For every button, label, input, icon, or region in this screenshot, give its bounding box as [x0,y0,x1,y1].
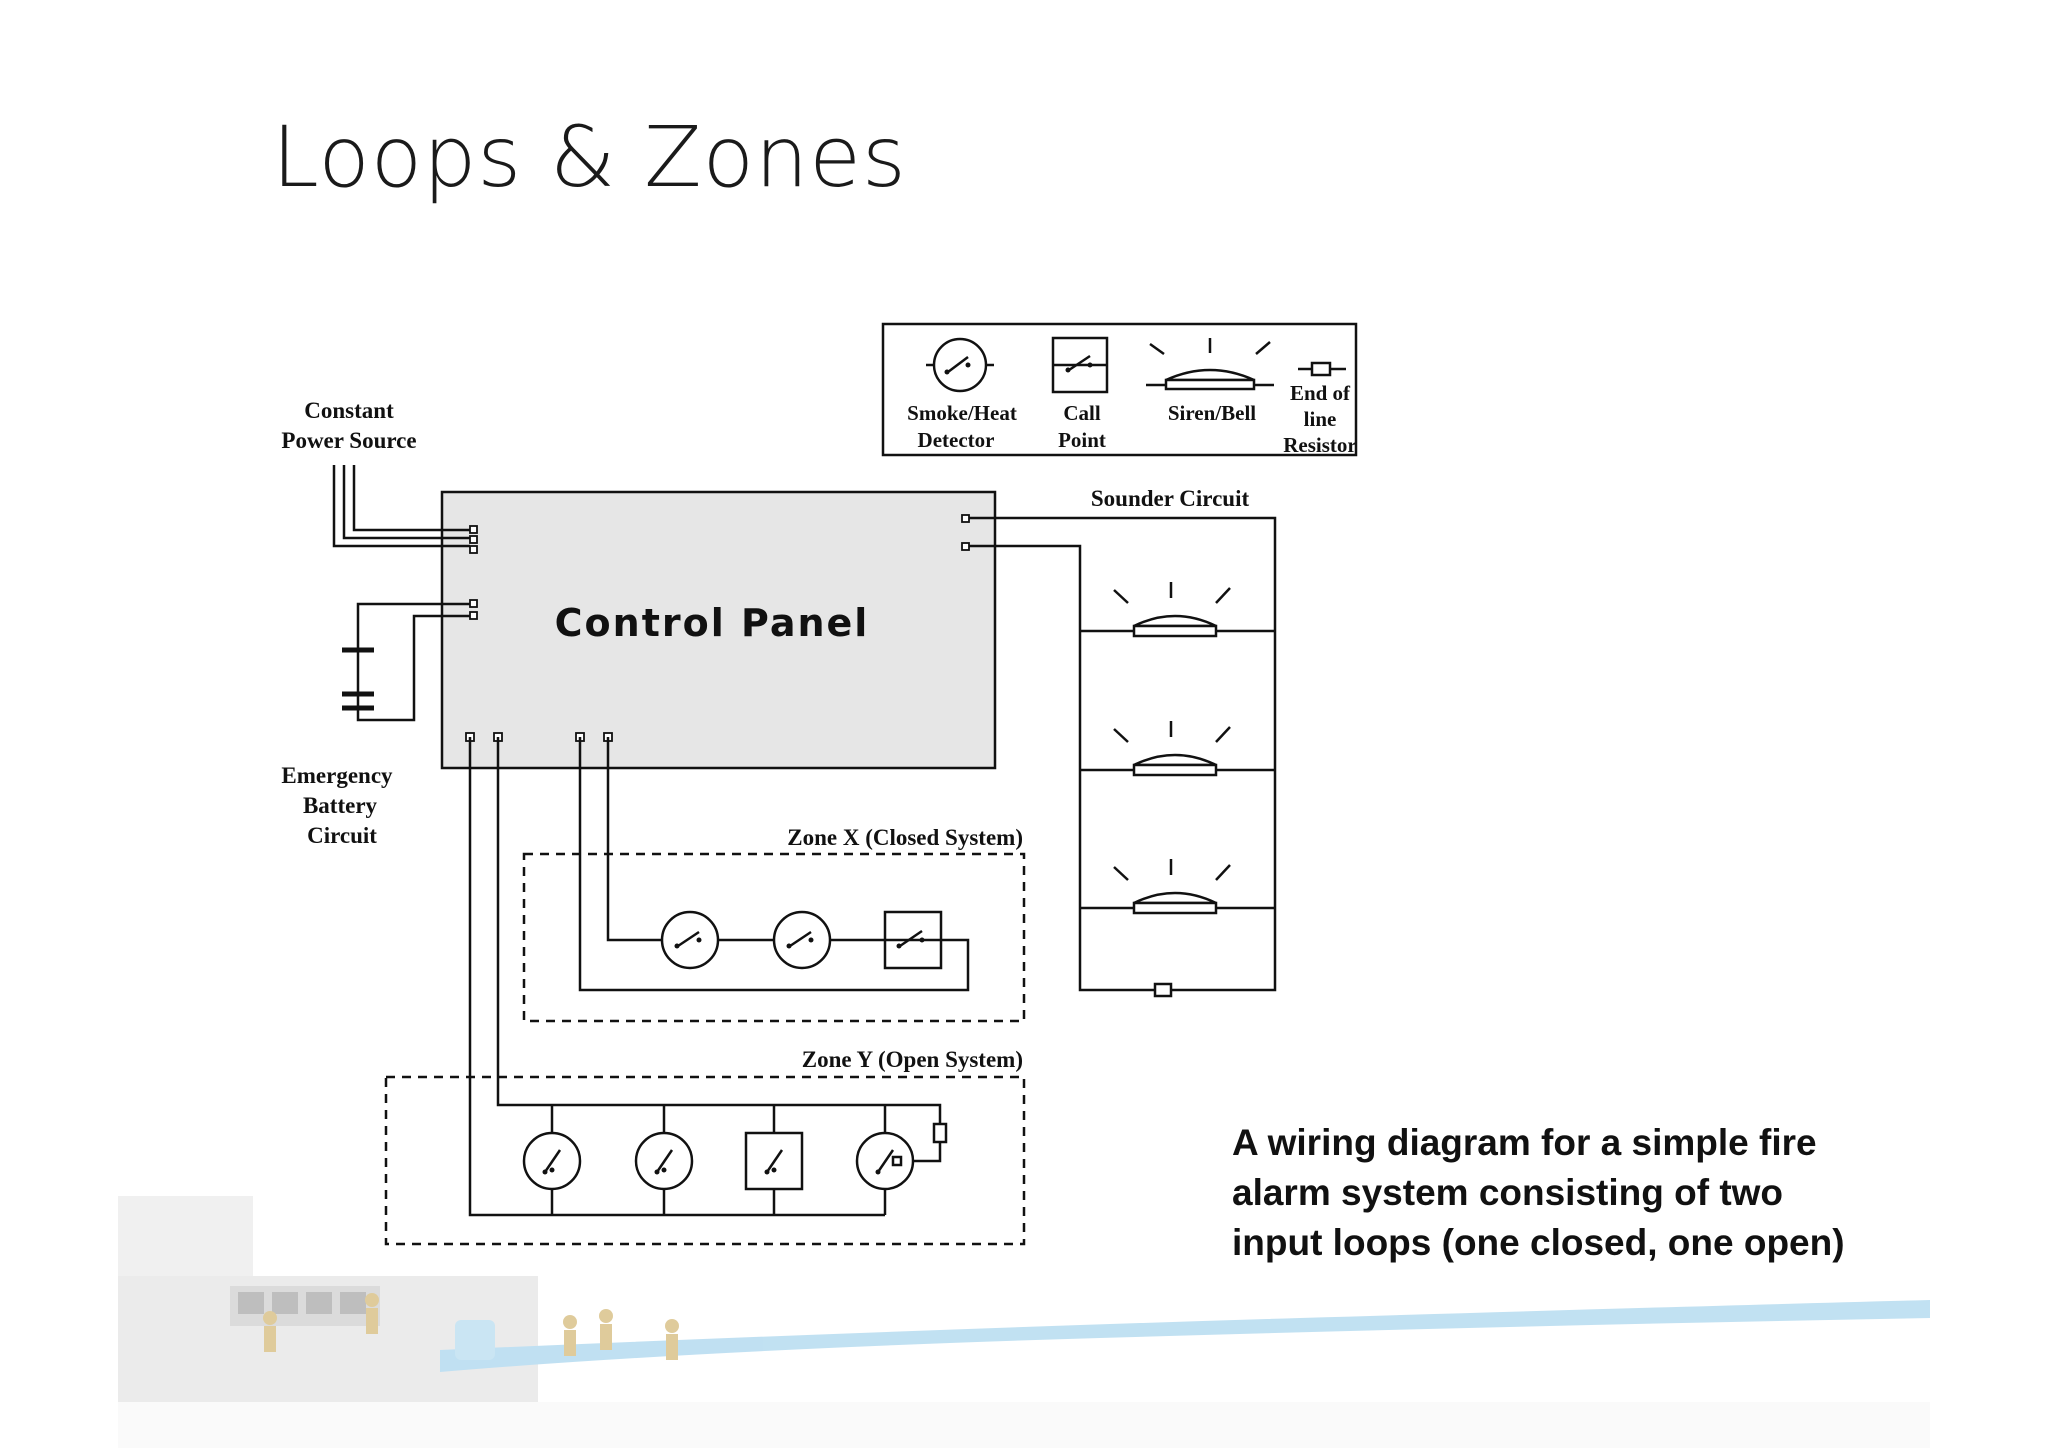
zone-x-label: Zone X (Closed System) [787,825,1023,850]
caption-line-3: input loops (one closed, one open) [1232,1222,1845,1263]
legend-eol-line3: Resistor [1283,433,1356,457]
legend-siren-bell: Siren/Bell [1168,401,1256,425]
legend-call-point-line1: Call [1063,401,1101,425]
zone-y: Zone Y (Open System) [384,737,1026,1246]
emergency-battery-circuit: Emergency Battery Circuit [281,602,470,848]
control-panel-label: Control Panel [555,601,870,645]
legend-smoke-heat-line1: Smoke/Heat [907,401,1017,425]
decorative-banner [118,1196,1930,1448]
control-panel: Control Panel [440,490,997,770]
call-point-legend-icon [1051,336,1109,394]
zone-y-detector-3-icon [855,1131,915,1191]
zone-x-detector-2-icon [772,910,832,970]
siren-1-icon [1113,582,1231,638]
zone-x: Zone X (Closed System) [522,737,1026,1023]
siren-bell-legend-icon [1146,338,1274,391]
zone-y-detector-2-icon [634,1131,694,1191]
caption-line-1: A wiring diagram for a simple fire [1232,1122,1817,1163]
sounder-circuit: Sounder Circuit [969,486,1277,998]
sounder-circuit-label: Sounder Circuit [1091,486,1250,511]
zone-x-detector-1-icon [660,910,720,970]
siren-2-icon [1113,721,1231,777]
power-source-line2: Power Source [281,428,416,453]
smoke-detector-legend-icon [926,337,994,393]
legend: Smoke/Heat Detector Call Point Siren/Bel… [881,322,1358,457]
sounder-resistor-icon [1153,982,1173,998]
legend-smoke-heat-line2: Detector [918,428,995,452]
zone-x-call-point-icon [883,910,943,970]
zone-y-detector-1-icon [522,1131,582,1191]
battery-line3: Circuit [307,823,377,848]
zone-y-label: Zone Y (Open System) [802,1047,1023,1072]
legend-eol-line2: line [1304,407,1337,431]
resistor-legend-icon [1298,361,1346,377]
siren-3-icon [1113,859,1231,915]
legend-eol-line1: End of [1290,381,1351,405]
diagram-caption: A wiring diagram for a simple fire alarm… [1232,1118,1872,1268]
zone-y-resistor-icon [932,1122,948,1144]
zone-y-call-point-icon [744,1131,804,1191]
battery-line1: Emergency [281,763,393,788]
battery-line2: Battery [303,793,378,818]
slide-title: Loops & Zones [272,108,907,206]
constant-power-source: Constant Power Source [281,398,470,548]
legend-call-point-line2: Point [1058,428,1106,452]
power-source-line1: Constant [304,398,394,423]
caption-line-2: alarm system consisting of two [1232,1172,1784,1213]
